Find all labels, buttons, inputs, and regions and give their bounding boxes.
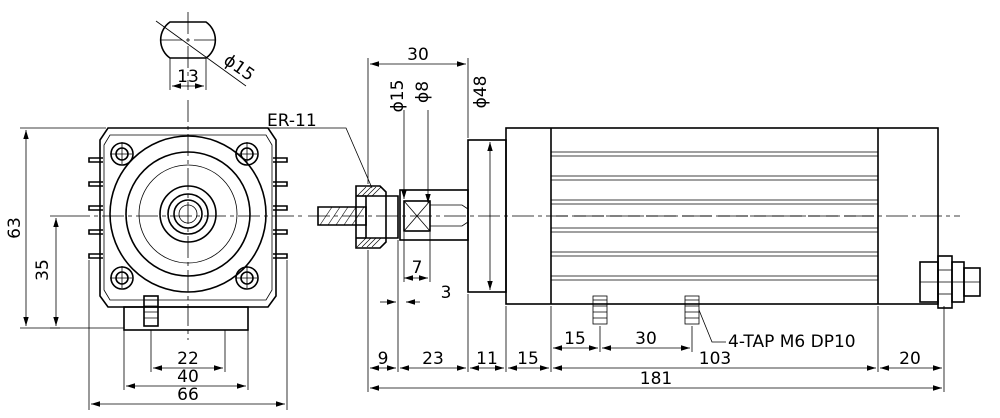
dim-length-7: 7 <box>412 258 423 278</box>
front-dimensions: 63 35 22 40 66 <box>5 127 288 410</box>
front-tap-hole <box>143 295 159 327</box>
dim-length-103: 103 <box>699 349 731 369</box>
front-body-outline <box>99 127 277 308</box>
dim-length-23: 23 <box>422 349 444 369</box>
front-fins-right <box>273 157 288 259</box>
side-view <box>308 127 981 325</box>
label-collet-type: ER-11 <box>267 111 317 131</box>
dim-width-66: 66 <box>177 385 199 405</box>
dim-width-22: 22 <box>177 349 199 369</box>
dim-shaft-diameter: ϕ15 <box>220 50 258 85</box>
shaft-section-detail: 13 ϕ15 <box>155 12 258 90</box>
dim-length-30: 30 <box>635 329 657 349</box>
dim-diameter-48: ϕ48 <box>471 76 491 109</box>
side-body-fins <box>551 151 878 281</box>
dim-length-3: 3 <box>441 283 452 303</box>
side-collet-nut <box>355 185 399 249</box>
dim-diameter-8: ϕ8 <box>413 81 433 103</box>
dim-width-40: 40 <box>177 367 199 387</box>
dim-length-11: 11 <box>476 349 498 369</box>
side-mount-taps <box>592 295 700 325</box>
dim-diameter-15: ϕ15 <box>388 80 408 113</box>
dim-length-15-a: 15 <box>517 349 539 369</box>
front-fins-left <box>88 157 103 259</box>
dim-length-20: 20 <box>899 349 921 369</box>
side-cable-gland <box>919 255 981 309</box>
dim-length-9: 9 <box>378 349 389 369</box>
dim-height-total: 63 <box>5 217 25 239</box>
dim-height-mount: 35 <box>33 259 53 281</box>
front-view <box>68 100 305 340</box>
dim-length-181: 181 <box>640 369 672 389</box>
label-tap-note: 4-TAP M6 DP10 <box>728 332 856 352</box>
dim-length-30-top: 30 <box>407 45 429 65</box>
front-mount-base <box>123 306 249 331</box>
side-dimensions: ER-11 30 ϕ15 ϕ8 ϕ48 7 3 <box>267 45 945 392</box>
side-shaft-housing <box>399 189 469 241</box>
dim-flat-width: 13 <box>177 67 199 87</box>
dim-length-15-b: 15 <box>564 329 586 349</box>
